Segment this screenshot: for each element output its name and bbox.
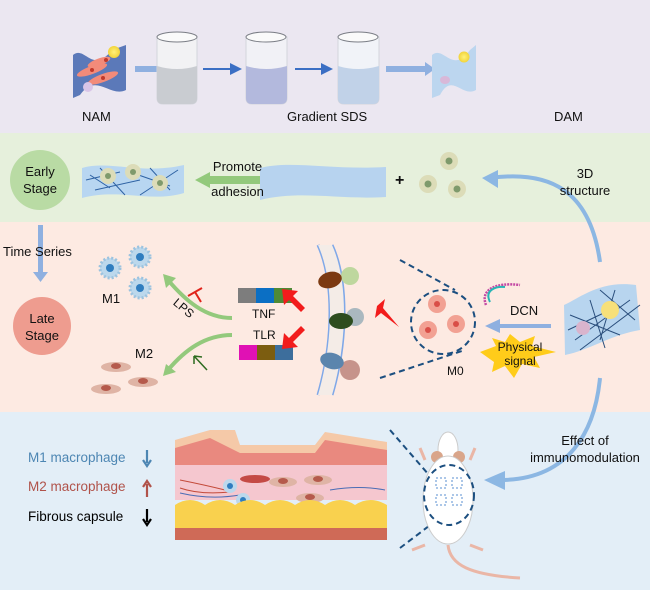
legend-m2-macrophage: M2 macrophage bbox=[28, 479, 126, 494]
dam-label: DAM bbox=[554, 109, 583, 124]
tlr-label: TLR bbox=[253, 328, 276, 342]
gradient-sds-label: Gradient SDS bbox=[287, 109, 368, 124]
m1-label: M1 bbox=[102, 291, 121, 306]
nam-label: NAM bbox=[82, 109, 111, 124]
m1-arrowhead bbox=[163, 274, 176, 288]
legend-m1-macrophage: M1 macrophage bbox=[28, 450, 126, 465]
tlr-bar bbox=[239, 345, 293, 360]
dam-tissue bbox=[432, 45, 476, 98]
time-series-label: Time Series bbox=[3, 244, 72, 259]
early-stage-label: Early Stage bbox=[23, 164, 57, 196]
m0-zoom-region bbox=[379, 259, 476, 379]
tlr-segment-1 bbox=[239, 345, 257, 360]
tnf-label: TNF bbox=[252, 307, 276, 321]
legend-fibrous-capsule: Fibrous capsule bbox=[28, 509, 124, 524]
beaker-3-icon bbox=[337, 31, 380, 105]
effect-of-immunomodulation-label: Effect of immunomodulation bbox=[530, 433, 640, 465]
nam-tissue bbox=[73, 45, 126, 98]
promote-adhesion-arrow bbox=[195, 172, 275, 188]
trend-down-icon bbox=[142, 509, 152, 527]
tnf-segment-1 bbox=[238, 288, 256, 303]
cell-membrane bbox=[316, 244, 364, 396]
beaker-2-icon bbox=[245, 31, 288, 105]
m2-label: M2 bbox=[135, 346, 154, 361]
m0-label: M0 bbox=[447, 364, 464, 378]
dcn-protein-icon bbox=[483, 283, 521, 306]
promote-adhesion-label: Promote adhesion bbox=[211, 159, 264, 199]
dam-scaffold bbox=[260, 164, 386, 200]
cell-cluster bbox=[419, 152, 466, 198]
physical-signal-label: Physical signal bbox=[497, 340, 543, 368]
flow-arrow-1 bbox=[135, 66, 175, 72]
legend-arrows bbox=[142, 450, 152, 527]
lps-inhibit-icon bbox=[187, 287, 203, 303]
immunomodulation-curve-arrow bbox=[499, 377, 602, 482]
dcn-label: DCN bbox=[510, 303, 539, 318]
flow-arrowhead-4 bbox=[425, 62, 435, 76]
time-series-arrow bbox=[38, 225, 43, 273]
dcn-arrowhead bbox=[485, 319, 500, 333]
m2-macrophages bbox=[91, 362, 158, 394]
lightning-icon bbox=[375, 299, 399, 327]
trend-down-icon bbox=[142, 450, 152, 468]
red-arrows bbox=[282, 289, 305, 349]
tlr-segment-2 bbox=[257, 345, 275, 360]
skin-cross-section bbox=[175, 430, 387, 540]
trend-up-icon bbox=[142, 479, 152, 497]
tlr-segment-3 bbox=[275, 345, 293, 360]
late-stage-label: Late Stage bbox=[25, 311, 59, 343]
cell-yellow-icon bbox=[108, 46, 120, 58]
3d-structure-curve-arrow bbox=[489, 174, 602, 263]
early-stage-circle bbox=[10, 150, 70, 210]
3d-structure-label: 3D structure bbox=[559, 166, 611, 198]
scaffold-with-cells bbox=[82, 164, 184, 198]
mouse-illustration bbox=[389, 429, 521, 580]
m2-polarization-arrow bbox=[166, 333, 233, 372]
m2-promote-icon bbox=[193, 355, 208, 371]
late-stage-circle bbox=[13, 297, 71, 355]
tnf-segment-2 bbox=[256, 288, 274, 303]
m2-arrowhead bbox=[163, 364, 176, 376]
beaker-1-icon bbox=[156, 31, 198, 105]
cell-purple-icon bbox=[83, 82, 93, 92]
3d-structure-arrowhead bbox=[482, 170, 498, 188]
dcn-arrow bbox=[497, 324, 551, 328]
time-series-arrowhead bbox=[33, 272, 48, 282]
dam-scaffold-network bbox=[564, 284, 641, 355]
m1-polarization-arrow bbox=[166, 278, 233, 320]
physical-signal-burst-icon bbox=[480, 334, 556, 378]
flow-arrow-4 bbox=[386, 66, 426, 72]
m1-macrophages bbox=[98, 245, 152, 300]
plus-sign: + bbox=[395, 172, 405, 189]
immunomodulation-arrowhead bbox=[484, 471, 505, 490]
